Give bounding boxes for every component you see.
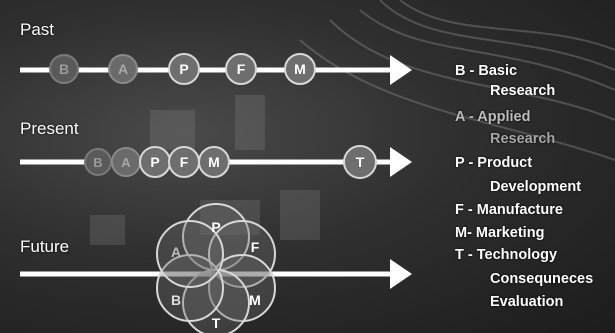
future-label-p: P — [211, 219, 220, 235]
present-circle-t: T — [343, 145, 377, 179]
svg-text:F: F — [180, 154, 189, 170]
svg-text:T: T — [356, 154, 365, 170]
present-circle-m: M — [198, 146, 230, 178]
legend-basic-line1: B - Basic — [455, 63, 518, 79]
svg-text:M: M — [208, 154, 220, 170]
past-circle-p: P — [168, 53, 200, 85]
future-arrowhead — [390, 259, 412, 289]
legend-applied-line1: A - Applied — [455, 109, 531, 125]
present-row-label: Present — [20, 119, 79, 138]
svg-text:P: P — [150, 154, 159, 170]
legend-product-line2: Development — [490, 179, 582, 195]
future-row-label: Future — [20, 237, 70, 256]
svg-text:A: A — [121, 155, 131, 170]
past-circle-m: M — [284, 53, 316, 85]
legend-technology-line1: T - Technology — [455, 247, 558, 263]
svg-text:A: A — [118, 61, 128, 77]
legend-applied-line2: Research — [490, 131, 556, 147]
svg-text:M: M — [294, 61, 306, 77]
svg-text:F: F — [237, 61, 246, 77]
past-arrowhead — [390, 55, 412, 85]
future-overlap-cluster — [156, 203, 276, 333]
legend-technology-line2: Consequneces — [490, 271, 594, 287]
svg-text:P: P — [179, 61, 188, 77]
future-label-t: T — [212, 315, 221, 331]
legend-basic-line2: Research — [490, 83, 556, 99]
present-arrowhead — [390, 147, 412, 177]
future-label-m: M — [249, 292, 261, 308]
past-circle-a: A — [108, 54, 138, 84]
future-label-a: A — [171, 244, 181, 260]
present-circle-p: P — [139, 146, 171, 178]
past-circle-b: B — [49, 54, 79, 84]
svg-text:B: B — [59, 61, 69, 77]
legend-manufacture: F - Manufacture — [455, 202, 563, 218]
past-row-label: Past — [20, 20, 55, 39]
future-label-f: F — [251, 239, 260, 255]
legend-technology-line3: Evaluation — [490, 294, 564, 310]
legend-marketing: M- Marketing — [455, 225, 545, 241]
past-circle-f: F — [225, 53, 257, 85]
legend-product-line1: P - Product — [455, 155, 533, 171]
future-circle-a — [156, 220, 224, 288]
future-label-b: B — [171, 292, 181, 308]
svg-text:B: B — [93, 155, 102, 170]
